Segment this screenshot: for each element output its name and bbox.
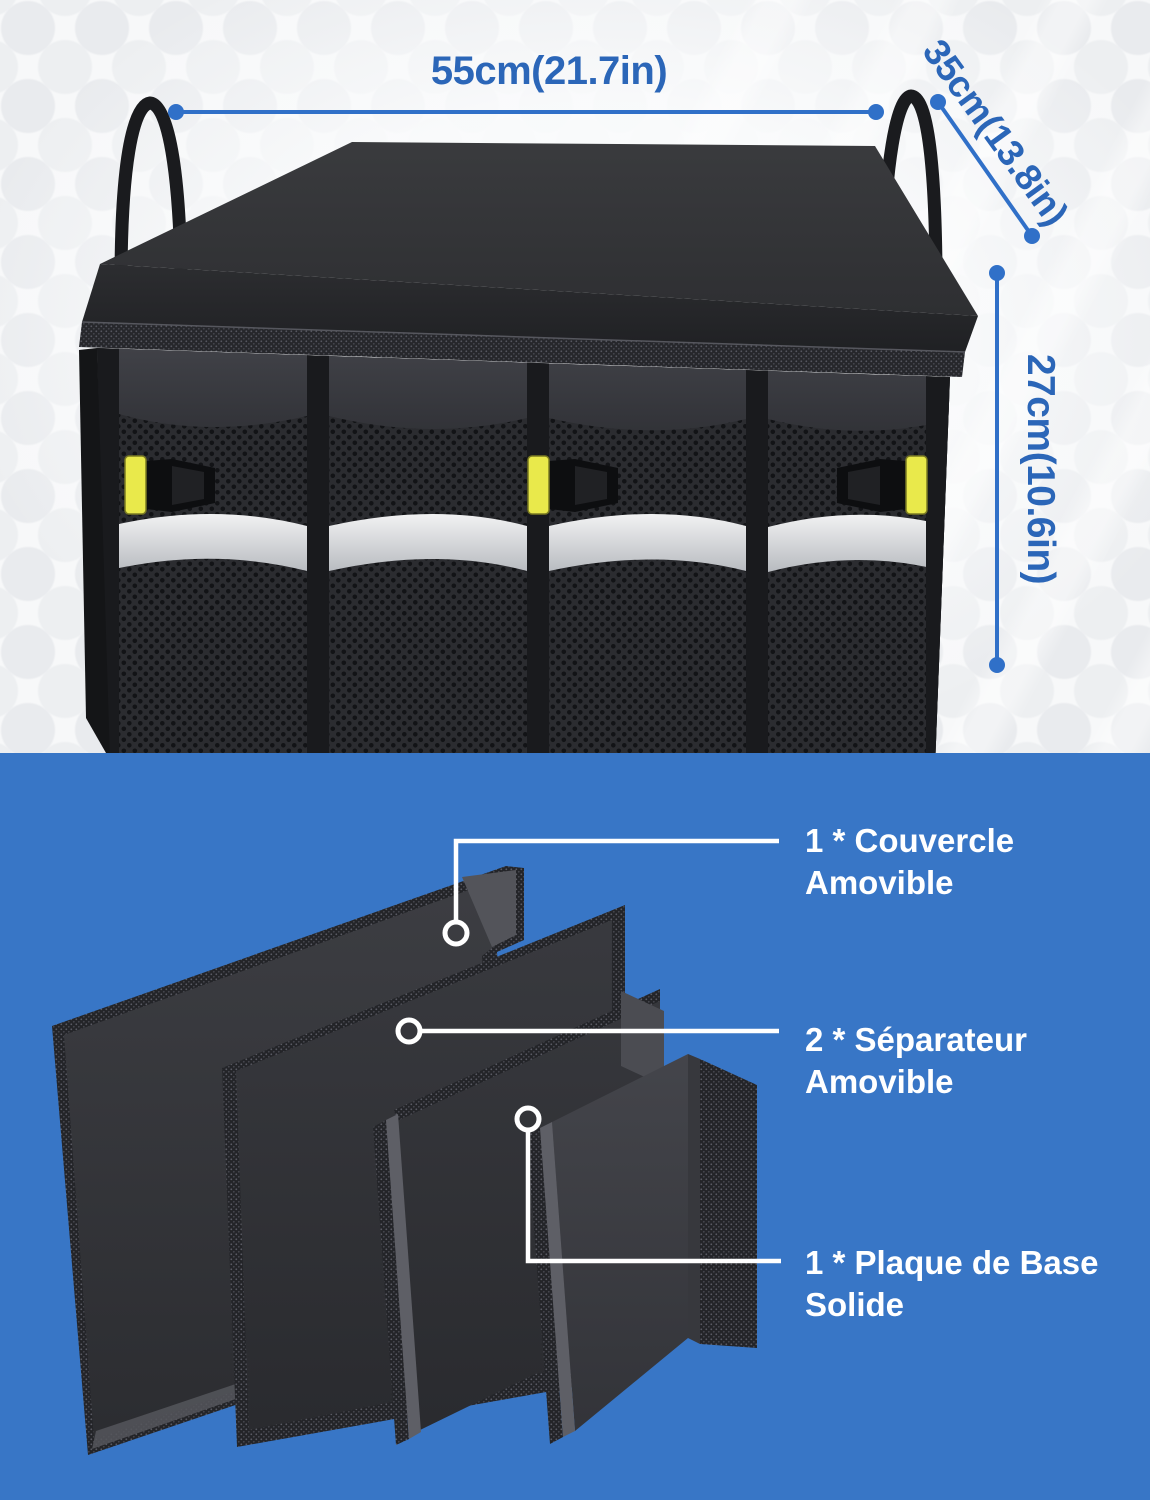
buckle-right [837, 455, 928, 515]
mesh-pockets [97, 400, 950, 753]
height-dimension-line [989, 265, 1005, 673]
part-label-line1: 1 * Couvercle [805, 822, 1015, 859]
part-label-separator: 2 * Séparateur Amovible [805, 1019, 1027, 1102]
callout-marker [514, 1105, 542, 1133]
exploded-panels-photo [52, 838, 781, 1455]
buckles [124, 455, 928, 515]
depth-dimension-line [930, 94, 1040, 244]
callout-base-plate [514, 1105, 781, 1264]
buckle-center [527, 455, 618, 515]
part-label-line2: Solide [805, 1285, 905, 1323]
buckle-left [124, 455, 215, 515]
trunk-organizer-photo [79, 89, 1040, 753]
included-parts-section: 1 * Couvercle Amovible 2 * Séparateur Am… [0, 753, 1150, 1500]
height-dimension-label: 27cm(10.6in) [1019, 353, 1062, 585]
width-dimension-label: 55cm(21.7in) [430, 49, 668, 93]
part-label-cover: 1 * Couvercle Amovible [805, 820, 1014, 903]
callout-cover [442, 838, 779, 947]
part-label-line2: Amovible [805, 863, 954, 901]
callout-lines [395, 838, 781, 1264]
part-label-line2: Amovible [805, 1062, 954, 1100]
part-label-line1: 2 * Séparateur [805, 1021, 1027, 1058]
part-label-base-plate: 1 * Plaque de Base Solide [805, 1242, 1098, 1325]
part-label-line1: 1 * Plaque de Base [805, 1244, 1099, 1281]
width-dimension-line [168, 104, 884, 120]
lid [79, 142, 978, 377]
callout-marker [442, 919, 470, 947]
panel-base-plate [527, 1054, 757, 1444]
side-flap [79, 348, 110, 753]
dimension-lines [168, 94, 1040, 673]
box-front [79, 348, 950, 753]
callout-separator [395, 1017, 779, 1045]
dimensions-section: 55cm(21.7in) 35cm(13.8in) 27cm(10.6in) [0, 0, 1150, 753]
callout-marker [395, 1017, 423, 1045]
